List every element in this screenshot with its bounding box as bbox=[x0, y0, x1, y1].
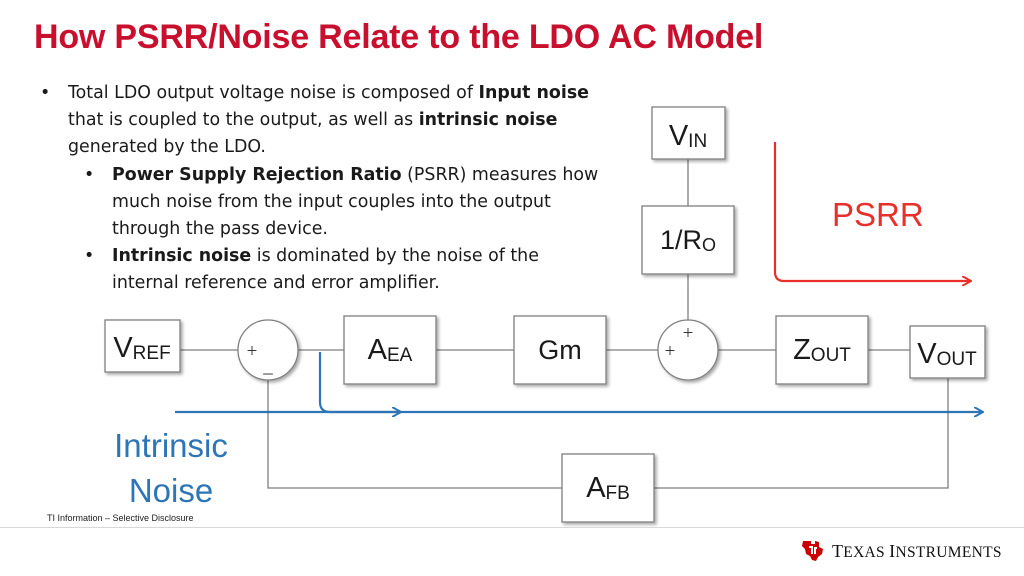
svg-text:AFB: AFB bbox=[586, 472, 630, 504]
aea-main-text: A bbox=[368, 334, 388, 366]
bullet-intrinsic-noise: • Intrinsic noise is dominated by the no… bbox=[40, 243, 600, 297]
aea-sub-text: EA bbox=[387, 345, 413, 366]
ro-block: 1/RO bbox=[641, 205, 735, 275]
gm-block: Gm bbox=[513, 315, 607, 385]
bullet-text: generated by the LDO. bbox=[68, 137, 266, 158]
intrinsic-noise-label-line2: Noise bbox=[129, 472, 213, 509]
error-amp-block: AEA bbox=[343, 315, 437, 385]
bullet-list: • Total LDO output voltage noise is comp… bbox=[40, 80, 600, 298]
wire-afb-to-sum1 bbox=[267, 380, 562, 489]
vref-block: VREF bbox=[104, 319, 181, 373]
zout-block: ZOUT bbox=[775, 315, 869, 385]
feedback-block: AFB bbox=[561, 453, 655, 523]
vin-main-text: V bbox=[669, 120, 689, 152]
svg-text:VIN: VIN bbox=[669, 120, 707, 152]
ro-sub-text: O bbox=[702, 235, 716, 255]
psrr-arrow bbox=[773, 142, 970, 281]
vout-main-text: V bbox=[917, 338, 937, 370]
summing-junction-1: + _ bbox=[237, 319, 299, 381]
bullet-text: is dominated by the noise of the interna… bbox=[112, 246, 539, 294]
logo-text-exas: EXAS bbox=[843, 543, 890, 561]
svg-text:VREF: VREF bbox=[113, 332, 170, 364]
vout-sub-text: OUT bbox=[937, 349, 978, 370]
bullet-text: Total LDO output voltage noise is compos… bbox=[68, 83, 479, 103]
psrr-label: PSRR bbox=[832, 196, 924, 233]
bullet-marker: • bbox=[40, 83, 51, 103]
sum2-plus-top-sign: + bbox=[683, 323, 694, 344]
afb-sub-text: FB bbox=[606, 483, 630, 504]
svg-text:VOUT: VOUT bbox=[917, 338, 977, 370]
summing-junction-2: + + bbox=[657, 319, 719, 381]
gm-text: Gm bbox=[538, 335, 582, 365]
zout-main-text: Z bbox=[793, 334, 811, 366]
bullet-psrr: • Power Supply Rejection Ratio (PSRR) me… bbox=[40, 162, 600, 244]
logo-letter-t: T bbox=[832, 540, 844, 561]
bullet-bold: Input noise bbox=[478, 83, 589, 103]
footer-divider bbox=[0, 527, 1024, 528]
slide-title: How PSRR/Noise Relate to the LDO AC Mode… bbox=[34, 18, 764, 56]
zout-sub-text: OUT bbox=[811, 345, 852, 366]
intrinsic-noise-label-line1: Intrinsic bbox=[114, 427, 228, 464]
svg-text:1/RO: 1/RO bbox=[660, 225, 716, 255]
ro-main-text: 1/R bbox=[660, 225, 702, 255]
bullet-marker: • bbox=[84, 246, 95, 267]
disclosure-note: TI Information – Selective Disclosure bbox=[47, 513, 194, 523]
ti-logo: TEXAS INSTRUMENTS bbox=[800, 537, 1002, 565]
ti-logo-text: TEXAS INSTRUMENTS bbox=[832, 541, 1002, 562]
bullet-bold: Intrinsic noise bbox=[112, 246, 252, 267]
bullet-text: (PSRR) measures how much noise from the … bbox=[112, 164, 599, 240]
signal-wires bbox=[180, 159, 949, 489]
svg-text:ZOUT: ZOUT bbox=[793, 334, 851, 366]
bullet-text: that is coupled to the output, as well a… bbox=[68, 110, 419, 131]
vout-block: VOUT bbox=[909, 325, 986, 379]
sum1-plus-sign: + bbox=[247, 341, 258, 362]
svg-text:AEA: AEA bbox=[368, 334, 413, 366]
bullet-marker: • bbox=[84, 164, 95, 185]
vin-sub-text: IN bbox=[688, 131, 707, 152]
logo-text-nstruments: NSTRUMENTS bbox=[895, 543, 1002, 561]
ti-state-logo-icon bbox=[802, 541, 823, 561]
vref-sub-text: REF bbox=[133, 343, 171, 364]
bullet-total-noise: • Total LDO output voltage noise is comp… bbox=[40, 80, 600, 162]
sum2-plus-left-sign: + bbox=[665, 341, 676, 362]
wire-vout-to-afb bbox=[654, 378, 949, 489]
noise-error-amp-arrow bbox=[318, 352, 400, 412]
bullet-bold: Power Supply Rejection Ratio bbox=[112, 164, 402, 185]
bullet-bold: intrinsic noise bbox=[418, 110, 558, 131]
sum1-minus-sign: _ bbox=[262, 356, 273, 377]
logo-letter-i: I bbox=[889, 540, 896, 561]
vref-main-text: V bbox=[113, 332, 133, 364]
afb-main-text: A bbox=[586, 472, 606, 504]
footer-bar: TEXAS INSTRUMENTS bbox=[0, 527, 1024, 576]
vin-block: VIN bbox=[651, 106, 726, 160]
